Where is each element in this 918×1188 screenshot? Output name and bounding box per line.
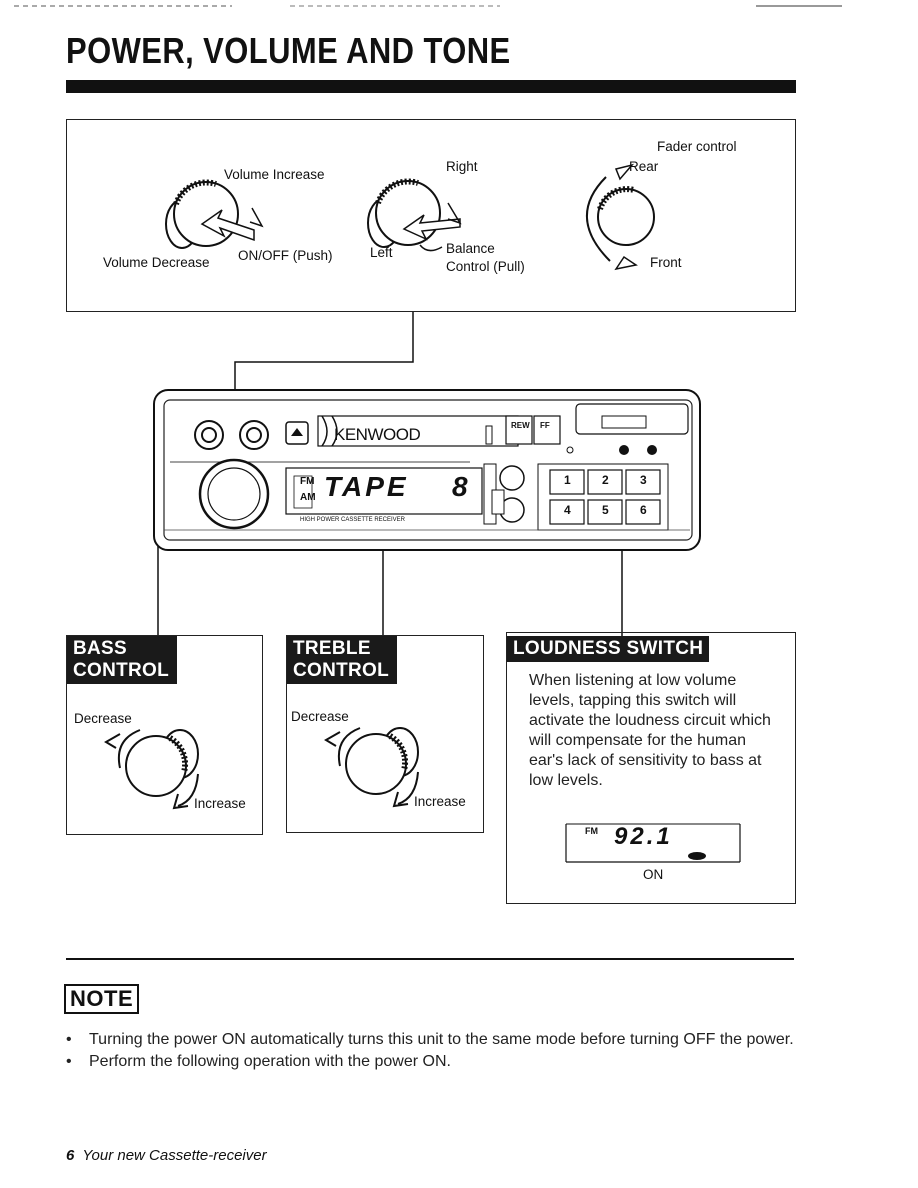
preset-3: 3 — [640, 473, 647, 487]
footer-text: Your new Cassette-receiver — [82, 1147, 267, 1164]
loudness-on-label: ON — [643, 867, 664, 882]
controls-diagram-box — [66, 119, 796, 312]
display-digit: 8 — [452, 471, 468, 502]
bullet-icon: • — [66, 1053, 72, 1070]
fader-rear-label: Rear — [629, 159, 659, 174]
loudness-description: When listening at low volume levels, tap… — [529, 672, 771, 789]
balance-left-label: Left — [370, 245, 393, 260]
bass-control-heading: BASS CONTROL — [67, 636, 177, 684]
loudness-switch-heading: LOUDNESS SWITCH — [507, 636, 710, 662]
page-number: 6 — [66, 1147, 75, 1164]
brand-logo: KENWOOD — [334, 425, 421, 444]
bass-heading-line1: BASS — [73, 638, 127, 659]
preset-6: 6 — [640, 503, 647, 517]
balance-control-label-1: Balance — [446, 241, 495, 256]
treble-increase-label: Increase — [414, 794, 466, 809]
volume-decrease-label: Volume Decrease — [103, 255, 210, 270]
loudness-switch-box — [506, 632, 796, 904]
loudness-display-frequency: 92.1 — [614, 823, 673, 850]
display-text: TAPE — [324, 471, 409, 502]
balance-knob-icon — [367, 178, 462, 252]
note-list: • Turning the power ON automatically turn… — [66, 1030, 806, 1074]
fader-knob-icon — [585, 163, 655, 271]
loudness-display-frame — [565, 823, 741, 863]
note-item: • Turning the power ON automatically turn… — [66, 1030, 806, 1050]
controls-diagram-art — [165, 163, 655, 271]
page-footer: 6 Your new Cassette-receiver — [66, 1147, 267, 1164]
treble-control-box — [286, 635, 484, 833]
bass-control-box — [66, 635, 263, 835]
title-rule — [66, 80, 796, 93]
note-heading: NOTE — [64, 984, 140, 1014]
treble-heading-line2: CONTROL — [293, 660, 390, 681]
bass-heading-line2: CONTROL — [73, 660, 170, 681]
top-dashed-rule — [14, 5, 842, 7]
treble-control-heading: TREBLE CONTROL — [287, 636, 397, 684]
display-band-am: AM — [300, 492, 316, 503]
rew-label: REW — [511, 421, 530, 430]
bass-knob-icon — [104, 729, 199, 810]
fader-control-label: Fader control — [657, 139, 737, 154]
bass-decrease-label: Decrease — [74, 711, 132, 726]
bass-increase-label: Increase — [194, 796, 246, 811]
treble-heading-line1: TREBLE — [293, 638, 371, 659]
balance-control-label-2: Control (Pull) — [446, 259, 525, 274]
page-title: POWER, VOLUME AND TONE — [66, 30, 511, 71]
preset-1: 1 — [564, 473, 571, 487]
balance-right-label: Right — [446, 159, 478, 174]
loudness-display-band: FM — [585, 826, 598, 836]
note-item: • Perform the following operation with th… — [66, 1052, 806, 1072]
preset-5: 5 — [602, 503, 609, 517]
note-separator — [66, 958, 794, 960]
volume-knob-icon — [165, 179, 264, 249]
note-item-text: Perform the following operation with the… — [89, 1053, 451, 1070]
on-off-label: ON/OFF (Push) — [238, 248, 333, 263]
preset-2: 2 — [602, 473, 609, 487]
preset-4: 4 — [564, 503, 571, 517]
radio-faceplate — [153, 389, 701, 551]
note-item-text: Turning the power ON automatically turns… — [89, 1031, 794, 1048]
model-text: HIGH POWER CASSETTE RECEIVER — [300, 517, 406, 523]
display-band-fm: FM — [300, 476, 315, 487]
fader-front-label: Front — [650, 255, 682, 270]
volume-increase-label: Volume Increase — [224, 167, 325, 182]
treble-decrease-label: Decrease — [291, 709, 349, 724]
ff-label: FF — [540, 421, 550, 430]
treble-knob-icon — [324, 727, 419, 808]
bullet-icon: • — [66, 1031, 72, 1048]
